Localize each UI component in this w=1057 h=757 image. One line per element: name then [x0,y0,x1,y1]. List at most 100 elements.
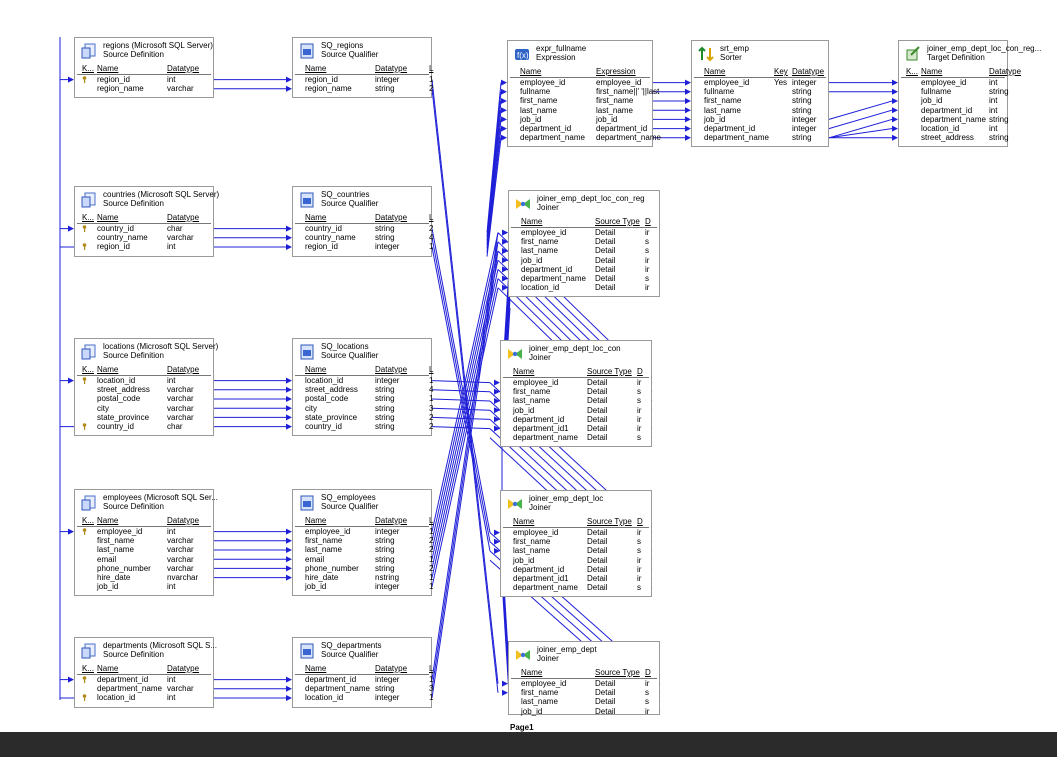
source-definition[interactable]: employees (Microsoft SQL Ser...Source De… [74,489,218,597]
source-definition[interactable]: locations (Microsoft SQL Server)Source D… [74,338,218,437]
source-definition[interactable]: countries (Microsoft SQL Server)Source D… [74,186,219,257]
source-definition[interactable]: regions (Microsoft SQL Server)Source Def… [74,37,214,99]
mapping-canvas[interactable]: regions (Microsoft SQL Server)Source Def… [0,0,1057,732]
target-definition[interactable]: joiner_emp_dept_loc_con_reg...Target Def… [898,40,1041,148]
source-definition[interactable]: departments (Microsoft SQL S...Source De… [74,637,217,708]
